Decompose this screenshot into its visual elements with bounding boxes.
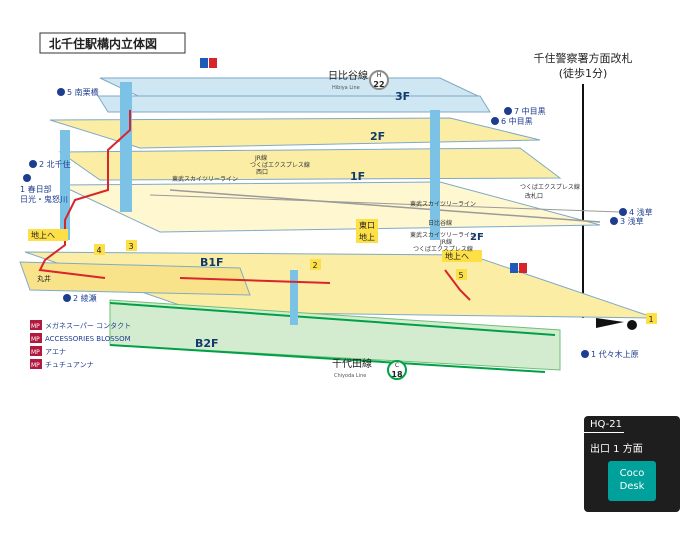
- exit-2: 2: [312, 261, 317, 270]
- destination-name: 千住警察署方面改札: [534, 51, 633, 65]
- exit-3: 3: [128, 242, 133, 251]
- floor-b2f: B2F: [195, 337, 219, 350]
- transfer-tx: つくばエクスプレス線: [413, 245, 473, 253]
- shop-name: チュチュアンナ: [45, 361, 94, 369]
- shop-mark: MP: [31, 323, 40, 330]
- hq-divider: [584, 432, 624, 433]
- floor-2f-right: 2F: [470, 232, 484, 243]
- hibiya-line-badge: 日比谷線 Hibiya Line H 22: [328, 69, 389, 91]
- platform-6: 6 中目黒: [501, 116, 533, 126]
- transfer-jr: JR線: [439, 238, 452, 246]
- hibiya-name: 日比谷線: [328, 69, 368, 82]
- brand-line-2: Desk: [619, 481, 645, 492]
- floor-1f: 1F: [350, 170, 365, 183]
- kaisatsu-label: 改札口: [525, 192, 543, 200]
- tx-line-label: つくばエクスプレス線: [520, 183, 580, 191]
- map-title: 北千住駅構内立体図: [49, 36, 157, 51]
- chiyoda-name-en: Chiyoda Line: [334, 373, 366, 379]
- hq-exit-direction: 出口 1 方面: [590, 444, 643, 455]
- floor-b1f: B1F: [200, 256, 224, 269]
- ground-label: 地上: [359, 232, 375, 242]
- to-ground-left: 地上へ: [31, 230, 55, 240]
- platform-2-ayase: 2 綾瀬: [73, 293, 97, 303]
- chiyoda-line-badge: 千代田線 Chiyoda Line C 18: [332, 357, 407, 380]
- hq-card[interactable]: HQ-21 出口 1 方面 Coco Desk: [584, 416, 680, 512]
- skytree-label-1: 東武スカイツリーライン: [172, 175, 238, 183]
- shop-name: ACCESSORIES BLOSSOM: [45, 335, 131, 343]
- exit-5: 5: [458, 271, 463, 280]
- maru-label: 丸井: [37, 274, 51, 283]
- platform-1-kasukabe: 1 春日部: [20, 184, 52, 194]
- restroom-icon: [200, 58, 527, 273]
- hibiya-letter: H: [377, 72, 382, 79]
- platform-5: 5 南栗橋: [67, 87, 99, 97]
- chiyoda-name: 千代田線: [332, 357, 372, 370]
- floor-3f: 3F: [395, 90, 410, 103]
- hibiya-name-en: Hibiya Line: [332, 85, 360, 91]
- hq-brand-badge: Coco Desk: [608, 461, 656, 501]
- platform-7: 7 中目黒: [514, 106, 546, 116]
- shop-name: メガネスーパー コンタクト: [45, 321, 131, 330]
- shop-mark: MP: [31, 349, 40, 356]
- exit-4: 4: [96, 246, 101, 255]
- hibiya-number: 22: [373, 80, 384, 89]
- shop-mark: MP: [31, 362, 40, 369]
- platform-3: 3 浅草: [620, 216, 644, 226]
- to-ground-right: 地上へ: [445, 251, 469, 261]
- shop-list: MP メガネスーパー コンタクト MP ACCESSORIES BLOSSOM …: [30, 320, 131, 369]
- transfer-hibiya: 日比谷線: [428, 219, 452, 227]
- destination-walk: (徒歩1分): [559, 66, 608, 80]
- chiyoda-letter: C: [395, 362, 399, 369]
- exit-1: 1: [648, 315, 653, 324]
- platform-1-yoyogi: 1 代々木上原: [591, 349, 639, 359]
- shop-name: アエナ: [45, 348, 66, 356]
- chiyoda-number: 18: [391, 370, 403, 379]
- floor-2f: 2F: [370, 130, 385, 143]
- east-exit: 東口: [359, 220, 375, 230]
- hq-code: HQ-21: [590, 419, 623, 430]
- jr-west-label: JR線つくばエクスプレス線西口: [250, 154, 310, 176]
- platform-4: 4 浅草: [629, 207, 653, 217]
- platform-2-north: 2 北千住: [39, 159, 71, 169]
- platform-1-nikko: 日光・鬼怒川: [20, 194, 68, 204]
- shop-mark: MP: [31, 336, 40, 343]
- brand-line-1: Coco: [619, 468, 645, 479]
- skytree-label-2: 東武スカイツリーライン: [410, 200, 476, 208]
- transfer-skytree: 東武スカイツリーライン: [410, 231, 476, 239]
